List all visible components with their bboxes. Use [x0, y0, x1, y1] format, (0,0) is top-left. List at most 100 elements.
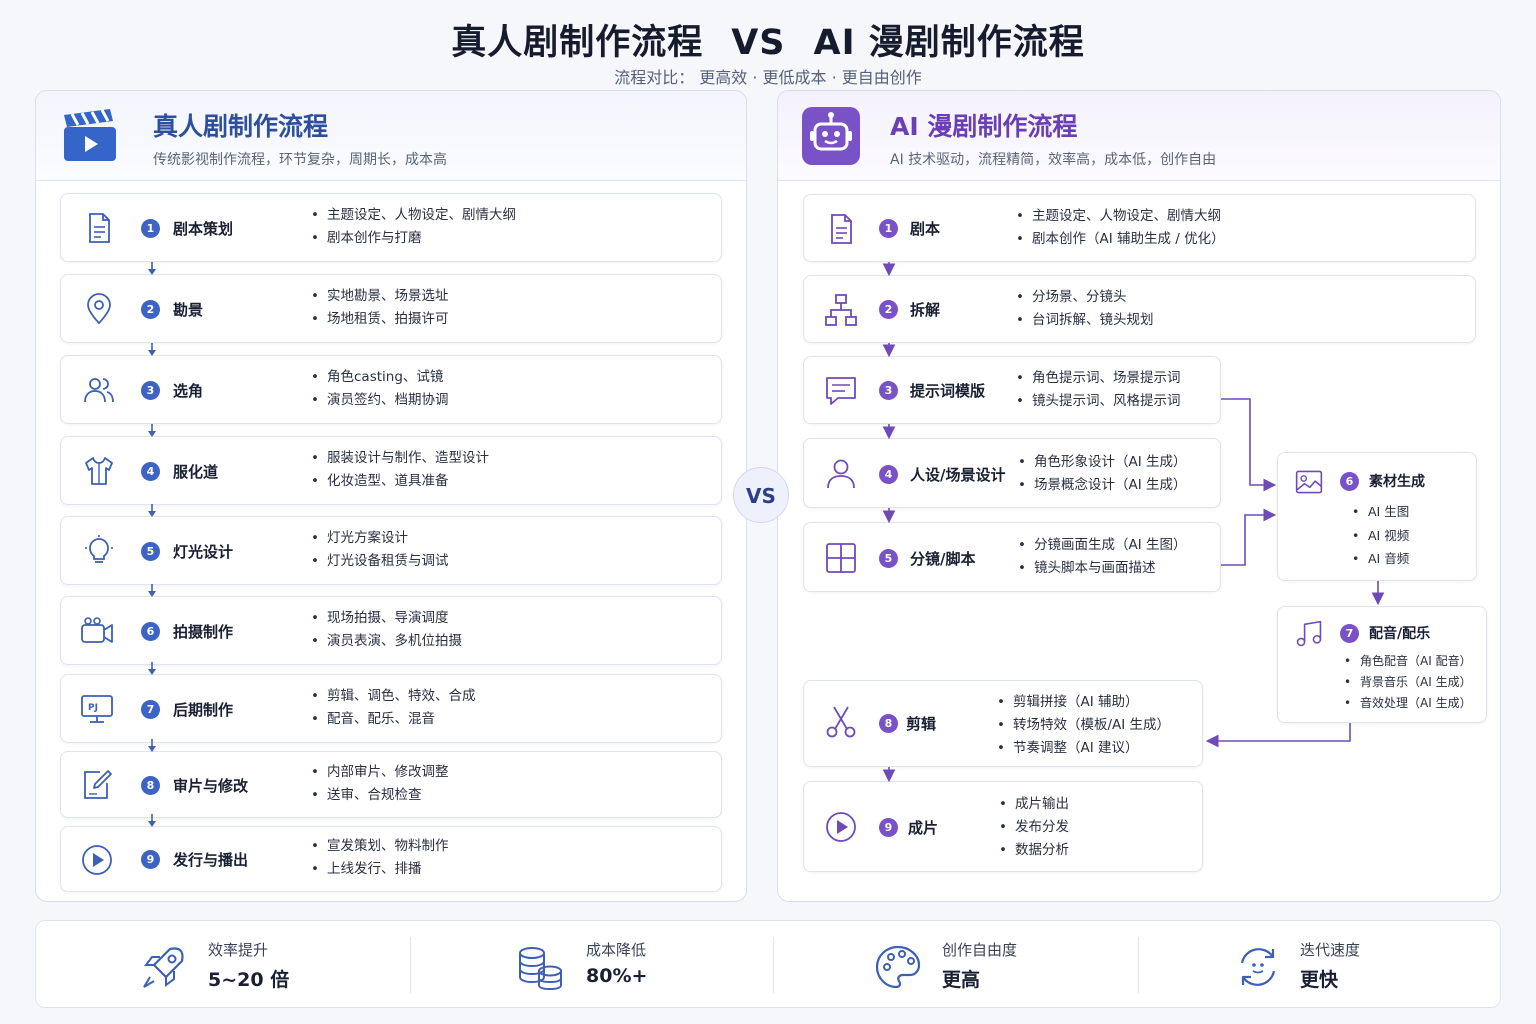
step-number: 7 [141, 700, 160, 719]
bullet-item: 转场特效（模板/AI 生成） [997, 714, 1170, 737]
step-name: 提示词模版 [910, 382, 986, 400]
step-number: 9 [879, 818, 898, 837]
step-number: 3 [879, 381, 898, 400]
step-number: 2 [141, 300, 160, 319]
flow-arrow [148, 262, 156, 275]
clapperboard-icon [64, 109, 116, 161]
bullet-item: 化妆造型、道具准备 [311, 470, 489, 493]
coins-icon [519, 947, 562, 991]
step-name: 服化道 [173, 463, 219, 481]
step-number: 8 [879, 714, 898, 733]
title-right: AI 漫剧制作流程 [813, 23, 1085, 63]
bullet-item: 场景概念设计（AI 生成） [1018, 474, 1187, 497]
music-note-icon [1296, 620, 1322, 647]
document-icon [89, 213, 110, 243]
hierarchy-icon [825, 294, 857, 326]
bullet-item: 数据分析 [999, 839, 1069, 862]
bullet-item: 内部审片、修改调整 [311, 761, 449, 784]
ai-step-9: 9 成片 成片输出 发布分发 数据分析 [803, 781, 1203, 872]
step-name: 剧本策划 [173, 220, 234, 238]
rocket-icon [143, 947, 184, 988]
ai-step-3: 3 提示词模版 角色提示词、场景提示词 镜头提示词、风格提示词 [803, 356, 1221, 424]
flow-arrow [148, 814, 156, 827]
image-icon [1295, 470, 1323, 494]
bullet-item: 背景音乐（AI 生成） [1344, 672, 1472, 693]
document-icon [831, 214, 852, 244]
bullet-item: 主题设定、人物设定、剧情大纲 [311, 204, 516, 227]
step-name: 素材生成 [1369, 474, 1425, 490]
bullet-item: 发布分发 [999, 816, 1069, 839]
live-step-9: 9 发行与播出 宣发策划、物料制作 上线发行、排播 [60, 826, 722, 892]
step-bullets: 现场拍摄、导演调度 演员表演、多机位拍摄 [311, 607, 462, 653]
step-bullets: AI 生图 AI 视频 AI 音频 [1352, 500, 1409, 571]
stat-label: 成本降低 [586, 941, 647, 959]
step-name: 后期制作 [173, 701, 234, 719]
users-icon [84, 378, 114, 403]
step-bullets: 主题设定、人物设定、剧情大纲 剧本创作（AI 辅助生成 / 优化） [1016, 205, 1225, 251]
bullet-item: 上线发行、排播 [311, 858, 449, 881]
stat-label: 效率提升 [208, 941, 269, 959]
svg-text:PJ: PJ [88, 703, 98, 713]
bullet-item: 演员签约、档期协调 [311, 389, 449, 412]
divider [773, 937, 774, 993]
robot-icon [802, 107, 860, 165]
bullet-item: AI 生图 [1352, 500, 1409, 524]
play-circle-icon [826, 812, 856, 842]
stat-cost: 成本降低 80%+ [516, 921, 776, 1009]
live-step-1: 1 剧本策划 主题设定、人物设定、剧情大纲 剧本创作与打磨 [60, 193, 722, 262]
step-bullets: 宣发策划、物料制作 上线发行、排播 [311, 835, 449, 881]
step-bullets: 剪辑拼接（AI 辅助） 转场特效（模板/AI 生成） 节奏调整（AI 建议） [997, 691, 1170, 760]
stat-freedom: 创作自由度 更高 [872, 921, 1132, 1009]
step-number: 7 [1340, 624, 1359, 643]
play-circle-icon [82, 845, 112, 875]
flow-arrow [148, 343, 156, 356]
flow-arrow [148, 424, 156, 437]
vs-badge: VS [733, 467, 789, 523]
user-icon [827, 459, 855, 489]
bullet-item: 实地勘景、场景选址 [311, 285, 449, 308]
step-name: 拆解 [910, 301, 941, 319]
bullet-item: 角色配音（AI 配音） [1344, 651, 1472, 672]
step-number: 8 [141, 776, 160, 795]
step-name: 拍摄制作 [173, 623, 234, 641]
bullet-item: 主题设定、人物设定、剧情大纲 [1016, 205, 1225, 228]
video-camera-icon [81, 617, 113, 643]
chat-icon [826, 377, 856, 405]
step-number: 5 [141, 542, 160, 561]
stat-value: 更快 [1300, 969, 1339, 991]
step-number: 4 [879, 465, 898, 484]
stat-value: 80%+ [586, 965, 648, 987]
bullet-item: 音效处理（AI 生成） [1344, 693, 1472, 714]
bullet-item: 剪辑、调色、特效、合成 [311, 685, 476, 708]
stat-value: 更高 [942, 969, 981, 991]
bullet-item: 角色形象设计（AI 生成） [1018, 451, 1187, 474]
flow-arrow [148, 504, 156, 517]
step-number: 4 [141, 462, 160, 481]
ai-step-5: 5 分镜/脚本 分镜画面生成（AI 生图） 镜头脚本与画面描述 [803, 522, 1221, 592]
bullet-item: 宣发策划、物料制作 [311, 835, 449, 858]
shirt-icon [85, 457, 113, 485]
stat-label: 创作自由度 [942, 941, 1018, 959]
bullet-item: 演员表演、多机位拍摄 [311, 630, 462, 653]
stats-bar: 效率提升 5~20 倍 成本降低 80%+ 创作自由度 更高 迭代速度 更快 [35, 920, 1501, 1008]
step-name: 灯光设计 [173, 543, 234, 561]
bullet-item: 分场景、分镜头 [1016, 286, 1154, 309]
live-step-8: 8 审片与修改 内部审片、修改调整 送审、合规检查 [60, 751, 722, 818]
flow-arrow [148, 739, 156, 752]
ai-comic-panel-desc: AI 技术驱动，流程精简，效率高，成本低，创作自由 [890, 152, 1217, 168]
ai-comic-panel-title: AI 漫剧制作流程 [890, 112, 1078, 141]
step-bullets: 角色配音（AI 配音） 背景音乐（AI 生成） 音效处理（AI 生成） [1344, 651, 1472, 714]
ai-comic-panel-header: AI 漫剧制作流程 AI 技术驱动，流程精简，效率高，成本低，创作自由 [778, 91, 1500, 181]
bullet-item: AI 音频 [1352, 547, 1409, 571]
step-name: 剪辑 [906, 715, 937, 733]
step-bullets: 角色提示词、场景提示词 镜头提示词、风格提示词 [1016, 367, 1181, 413]
bullet-item: 送审、合规检查 [311, 784, 449, 807]
bullet-item: 角色casting、试镜 [311, 366, 449, 389]
stat-iteration: 迭代速度 更快 [1232, 921, 1492, 1009]
step-number: 1 [879, 219, 898, 238]
bullet-item: AI 视频 [1352, 524, 1409, 548]
live-action-panel-desc: 传统影视制作流程，环节复杂，周期长，成本高 [153, 152, 447, 168]
live-step-4: 4 服化道 服装设计与制作、造型设计 化妆造型、道具准备 [60, 436, 722, 505]
step-name: 配音/配乐 [1369, 626, 1431, 642]
